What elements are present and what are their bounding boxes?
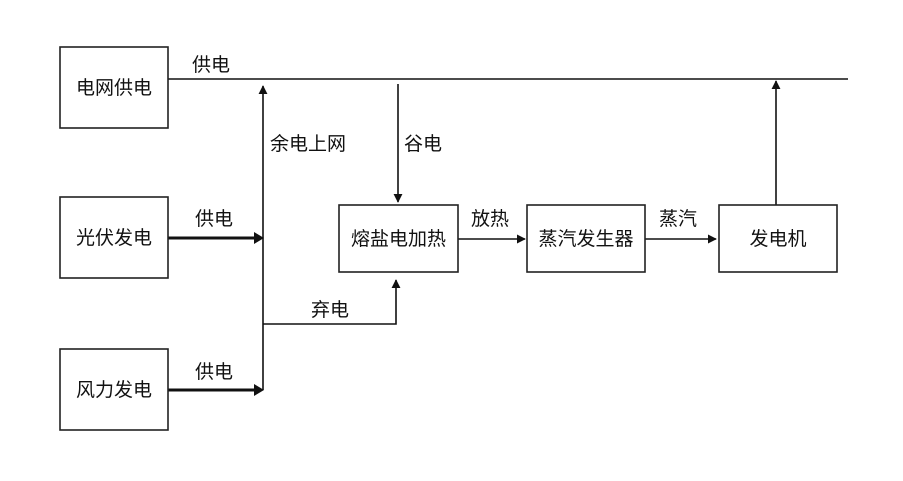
valley-power-edge-label: 谷电 — [404, 133, 442, 155]
pv-generation-box: 光伏发电 — [59, 196, 169, 279]
grid-supply-box: 电网供电 — [59, 46, 169, 129]
wind-supply-edge-label: 供电 — [195, 361, 233, 383]
molten-salt-heater-box: 熔盐电加热 — [338, 204, 459, 273]
molten-salt-heater-label: 熔盐电加热 — [351, 228, 446, 250]
grid-supply-label: 电网供电 — [76, 77, 152, 99]
pv-supply-arrowhead — [254, 232, 264, 244]
generator-label: 发电机 — [749, 228, 806, 250]
wind-supply-arrowhead — [254, 384, 264, 396]
curtailed-power-arrow — [263, 279, 401, 325]
pv-supply-edge-label: 供电 — [195, 208, 233, 230]
steam-generator-label: 蒸汽发生器 — [538, 228, 633, 250]
grid-supply-edge-label: 供电 — [192, 54, 230, 76]
steam-edge-label: 蒸汽 — [659, 208, 697, 230]
pv-generation-label: 光伏发电 — [76, 227, 152, 249]
wind-generation-label: 风力发电 — [76, 379, 152, 401]
curtailed-power-edge-label: 弃电 — [311, 299, 349, 321]
steam-generator-box: 蒸汽发生器 — [526, 204, 646, 273]
surplus-to-grid-edge-label: 余电上网 — [270, 133, 346, 155]
generator-box: 发电机 — [718, 204, 838, 273]
wind-generation-box: 风力发电 — [59, 348, 169, 431]
heat-release-edge-label: 放热 — [471, 208, 509, 230]
